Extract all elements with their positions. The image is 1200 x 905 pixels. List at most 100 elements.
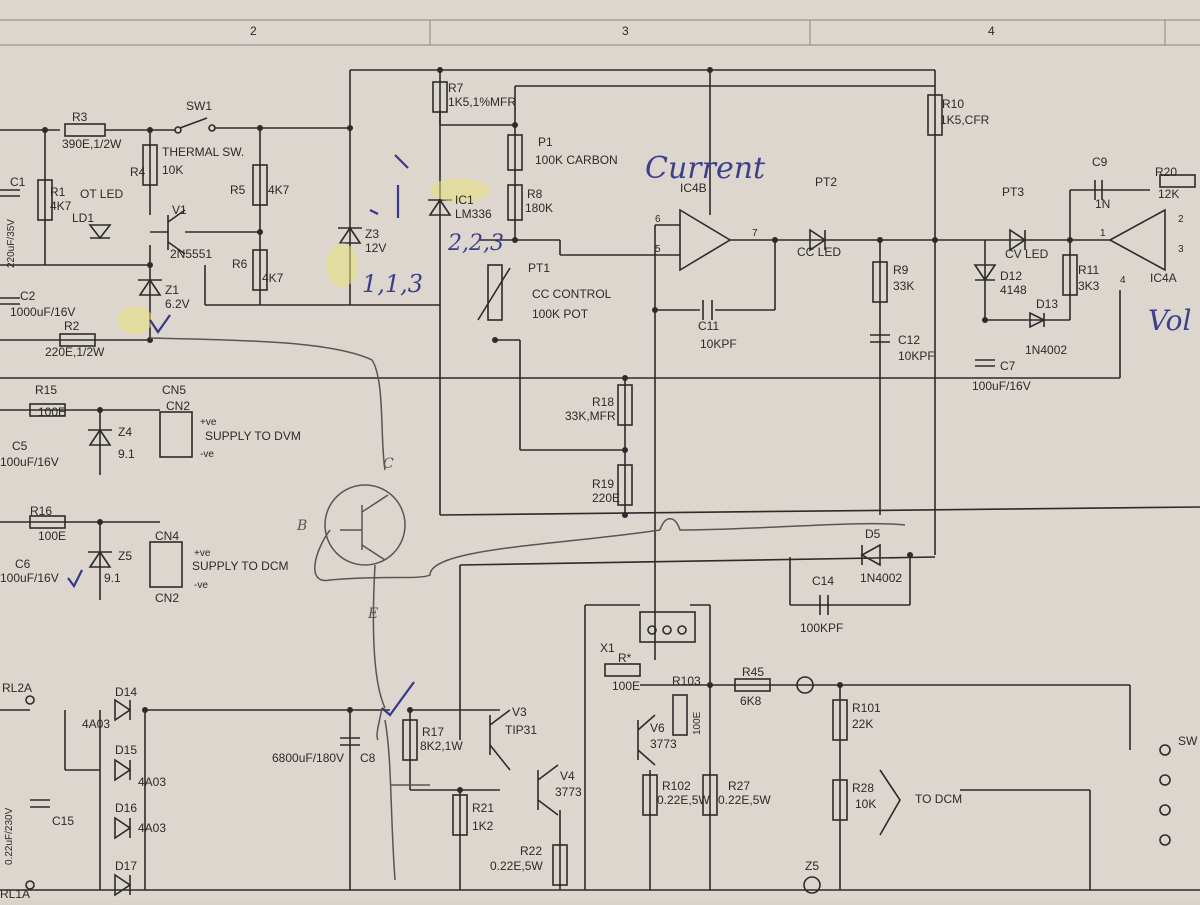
pin-pos-dcm: +ve	[194, 548, 211, 559]
component-symbols	[0, 81, 1196, 897]
resistor-r11	[1062, 254, 1078, 296]
label-r7-ref: R7	[448, 81, 464, 95]
pin-neg-dvm: -ve	[200, 449, 214, 460]
label-cn2a-ref: CN2	[166, 399, 190, 413]
annotation-current: Current	[645, 151, 766, 186]
label-v4-value: 3773	[555, 785, 582, 799]
label-r2-value: 220E,1/2W	[45, 345, 105, 359]
label-r15-value: 100E	[38, 405, 66, 419]
annotation-volt: Vol	[1148, 304, 1191, 337]
label-r21-value: 1K2	[472, 819, 494, 833]
resistor-r18	[617, 384, 633, 426]
opamp-ic4a	[1108, 208, 1166, 272]
resistor-r5	[252, 164, 268, 206]
resistor-r22	[552, 844, 568, 886]
resistor-r20	[1159, 174, 1196, 188]
label-r45-ref: R45	[742, 665, 764, 679]
label-pt3-ref: PT3	[1002, 185, 1024, 199]
label-r18-ref: R18	[592, 395, 614, 409]
pin-4: 4	[1120, 275, 1126, 286]
label-sw-edge: SW	[1178, 734, 1198, 748]
label-r21-ref: R21	[472, 801, 494, 815]
label-d15-value: 4A03	[138, 775, 166, 789]
annotation-code-a: 1,1,3	[362, 270, 423, 298]
pot-p1	[507, 134, 523, 171]
label-r6-value: 4K7	[262, 271, 284, 285]
resistor-r101	[832, 699, 848, 741]
label-x1-ref: X1	[600, 641, 615, 655]
column-number-3: 3	[622, 24, 629, 38]
label-ld1-value: OT LED	[80, 187, 123, 201]
label-r20-value: 12K	[1158, 187, 1179, 201]
resistor-r4	[142, 144, 158, 186]
resistor-r45	[734, 678, 771, 692]
label-ic4a-ref: IC4A	[1150, 271, 1177, 285]
label-r11-ref: R11	[1078, 263, 1099, 277]
label-z4-value: 9.1	[118, 447, 135, 461]
label-d17-ref: D17	[115, 859, 137, 873]
label-todcm: TO DCM	[915, 792, 962, 806]
label-c5-ref: C5	[12, 439, 28, 453]
resistor-r6	[252, 249, 268, 291]
label-z5-value: 9.1	[104, 571, 121, 585]
label-c6-ref: C6	[15, 557, 31, 571]
label-cn2a-label: SUPPLY TO DVM	[205, 429, 301, 443]
label-r102-ref: R102	[662, 779, 691, 793]
resistor-r16	[29, 515, 66, 529]
label-r15-ref: R15	[35, 383, 57, 397]
label-c11-value: 10KPF	[700, 337, 737, 351]
label-r103-ref: R103	[672, 674, 701, 688]
label-r5-ref: R5	[230, 183, 246, 197]
label-c8-value: 6800uF/180V	[272, 751, 344, 765]
label-sw1-ref: SW1	[186, 99, 212, 113]
label-v1-value: 2N5551	[170, 247, 212, 261]
label-r22-ref: R22	[520, 844, 542, 858]
resistor-r9	[872, 261, 888, 303]
label-z3-value: 12V	[365, 241, 386, 255]
label-rl1a-ref: RL1A	[0, 887, 30, 900]
label-r1-ref: R1	[50, 185, 66, 199]
label-c1-value: 220uF/35V	[6, 219, 17, 268]
label-v3-ref: V3	[512, 705, 527, 719]
label-r103-value: 100E	[692, 711, 703, 735]
pencil-sketch	[149, 337, 906, 881]
label-c7-ref: C7	[1000, 359, 1016, 373]
resistor-r7	[432, 81, 448, 113]
label-d14-ref: D14	[115, 685, 137, 699]
header-x1	[639, 611, 696, 643]
pin-pos-dvm: +ve	[200, 417, 217, 428]
label-r22-value: 0.22E,5W	[490, 859, 543, 873]
label-p1-value: 100K CARBON	[535, 153, 618, 167]
resistor-r15	[29, 403, 66, 417]
label-v6-ref: V6	[650, 721, 665, 735]
sheet-border	[0, 19, 1200, 46]
label-z3-ref: Z3	[365, 227, 379, 241]
label-c14-value: 100KPF	[800, 621, 843, 635]
junction-dots	[42, 67, 1073, 793]
label-r8-value: 180K	[525, 201, 553, 215]
resistor-r103	[672, 694, 688, 736]
label-pt2-ref: PT2	[815, 175, 837, 189]
label-r101-ref: R101	[852, 701, 881, 715]
label-rstar-value: 100E	[612, 679, 640, 693]
label-c9-value: 1N	[1095, 197, 1110, 211]
label-c1-ref: C1	[10, 175, 26, 189]
label-ic1-ref: IC1	[455, 193, 474, 207]
resistor-r2	[59, 333, 96, 347]
label-c15-value: 0.22uF/230V	[4, 807, 15, 865]
label-c6-value: 100uF/16V	[0, 571, 59, 585]
label-r4-ref: R4	[130, 165, 146, 179]
label-d12-value: 4148	[1000, 283, 1027, 297]
label-z1-ref: Z1	[165, 283, 179, 297]
annotation-code-b: 2,2,3	[447, 231, 504, 256]
label-r16-ref: R16	[30, 504, 52, 518]
label-v6-value: 3773	[650, 737, 677, 751]
label-pt1-value2: 100K POT	[532, 307, 589, 321]
label-rl2a-ref: RL2A	[2, 681, 32, 695]
label-c11-ref: C11	[698, 319, 719, 333]
label-rstar-ref: R*	[618, 651, 632, 665]
highlighter-marks	[117, 178, 490, 334]
resistor-r3	[64, 123, 106, 137]
label-cn5-ref: CN5	[162, 383, 186, 397]
label-cn2b-ref: CN2	[155, 591, 179, 605]
